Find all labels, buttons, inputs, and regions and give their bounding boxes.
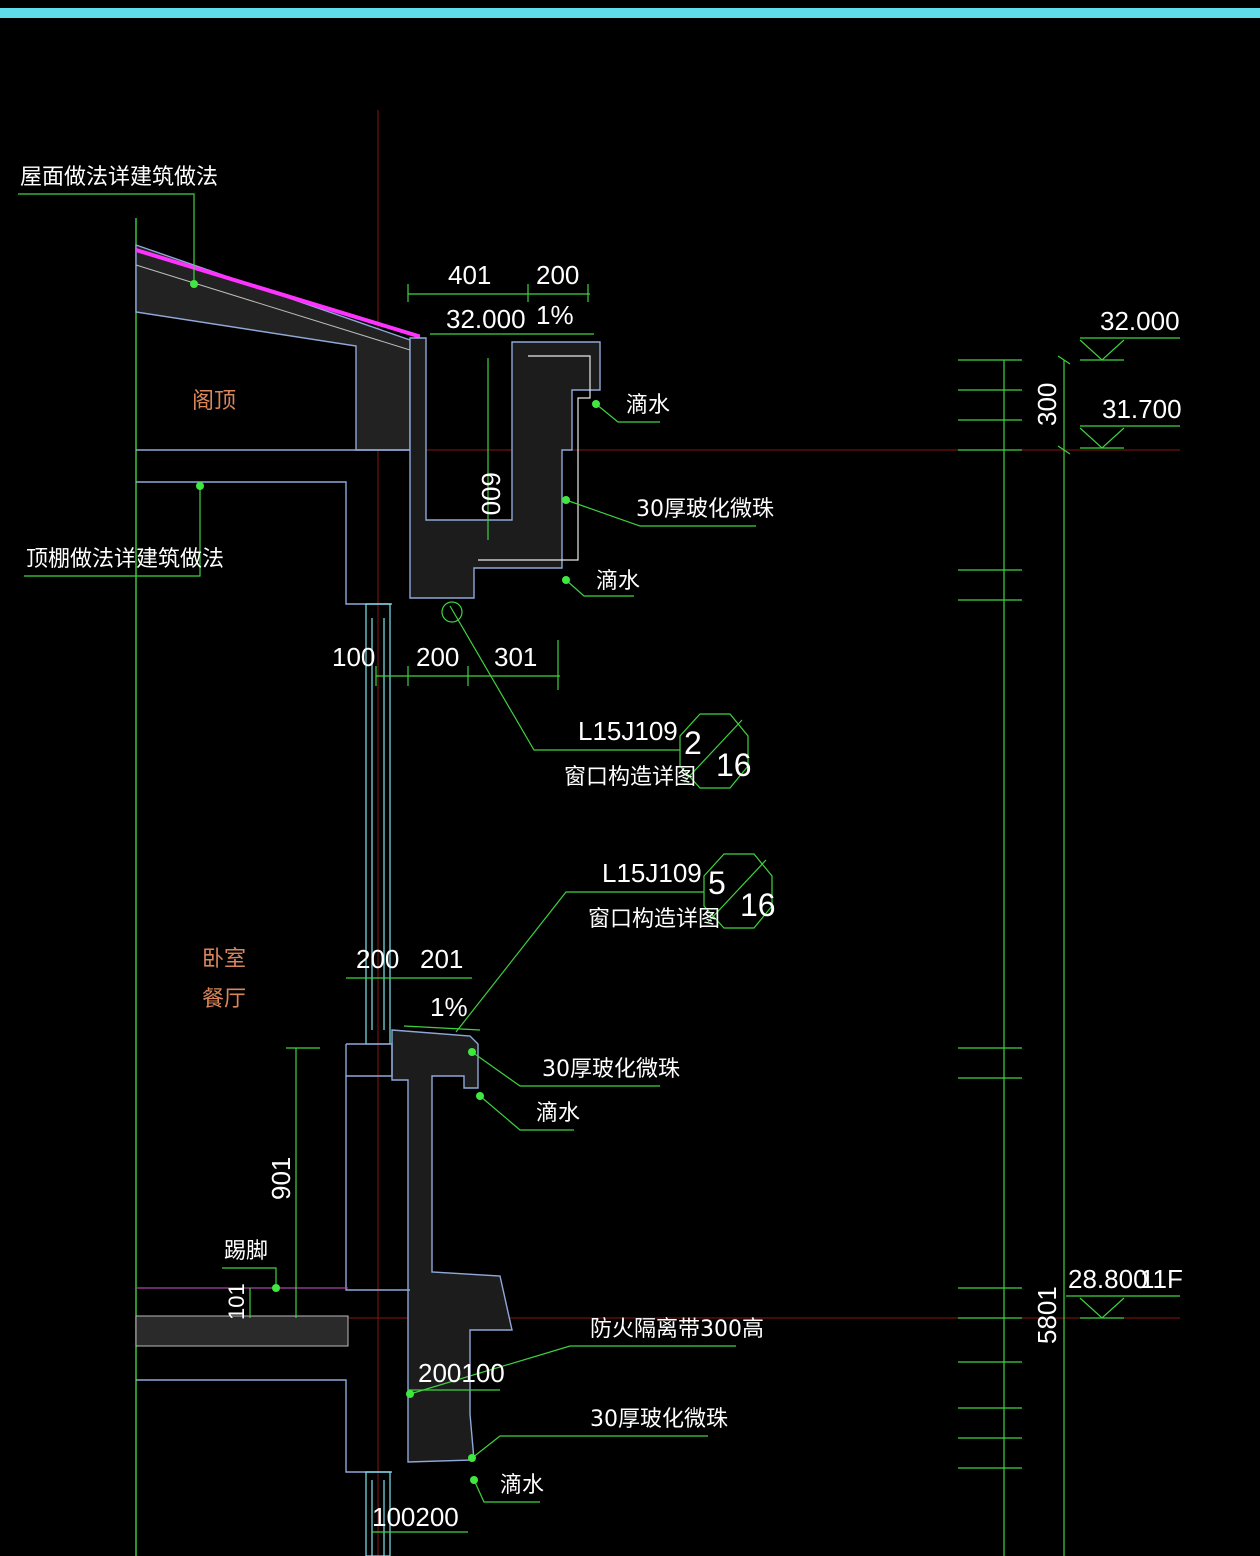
detail-sheet: 16 bbox=[716, 747, 752, 783]
insulation-label: 30厚玻化微珠 bbox=[590, 1407, 728, 1432]
dim-text: 5801 bbox=[1032, 1286, 1062, 1344]
drip-label: 滴水 bbox=[626, 393, 670, 418]
dimension-lines bbox=[249, 284, 594, 1533]
detail-caption: 窗口构造详图 bbox=[588, 907, 720, 932]
room-dining: 餐厅 bbox=[202, 987, 246, 1012]
elevation-text: 31.700 bbox=[1102, 394, 1182, 424]
window-lower bbox=[365, 1471, 391, 1556]
top-accent-bar bbox=[0, 8, 1260, 18]
detail-number: 2 bbox=[684, 725, 702, 761]
elevation-text: 32.000 bbox=[1100, 306, 1180, 336]
ceiling-outline bbox=[136, 481, 392, 605]
room-attic: 阁顶 bbox=[192, 389, 236, 414]
right-dimension-column bbox=[958, 337, 1180, 1556]
slope-text: 1% bbox=[536, 300, 574, 330]
drip-label: 滴水 bbox=[500, 1473, 544, 1498]
detail-ref: L15J109 bbox=[578, 716, 678, 746]
roof-note: 屋面做法详建筑做法 bbox=[20, 165, 218, 190]
dim-text: 901 bbox=[266, 1157, 296, 1200]
insulation-label: 30厚玻化微珠 bbox=[542, 1057, 680, 1082]
dim-text: 100 bbox=[332, 642, 375, 672]
detail-symbols bbox=[679, 713, 773, 929]
dim-text: 100200 bbox=[372, 1502, 459, 1532]
dim-text: 200 bbox=[356, 944, 399, 974]
floor-tag: 11F bbox=[1140, 1264, 1183, 1294]
dim-text: 200 bbox=[416, 642, 459, 672]
dim-text: 300 bbox=[1032, 383, 1062, 426]
gutter-body bbox=[409, 337, 601, 599]
fire-barrier-label: 防火隔离带300高 bbox=[590, 1317, 764, 1342]
room-bedroom: 卧室 bbox=[202, 947, 246, 972]
detail-sheet: 16 bbox=[740, 887, 776, 923]
dim-text: 301 bbox=[494, 642, 537, 672]
elevation-text: 32.000 bbox=[446, 304, 526, 334]
drip-label: 滴水 bbox=[596, 569, 640, 594]
dim-text: 201 bbox=[420, 944, 463, 974]
detail-caption: 窗口构造详图 bbox=[564, 765, 696, 790]
skirting-label: 踢脚 bbox=[224, 1239, 268, 1264]
dim-text: 401 bbox=[448, 260, 491, 290]
detail-number: 5 bbox=[708, 865, 726, 901]
slope-text: 1% bbox=[430, 992, 468, 1022]
window-sill bbox=[345, 1029, 513, 1463]
floor-slab bbox=[135, 1287, 392, 1473]
insulation-label: 30厚玻化微珠 bbox=[636, 497, 774, 522]
leader-dots bbox=[190, 280, 600, 1484]
leader-lines bbox=[18, 193, 756, 1503]
dim-text: 600 bbox=[476, 472, 506, 515]
dim-text: 200 bbox=[536, 260, 579, 290]
elevation-text: 28.800 bbox=[1068, 1264, 1148, 1294]
dim-text: 200100 bbox=[418, 1358, 505, 1388]
ceiling-note: 顶棚做法详建筑做法 bbox=[26, 547, 224, 572]
detail-ref: L15J109 bbox=[602, 858, 702, 888]
dim-text: 101 bbox=[224, 1283, 249, 1320]
drip-label: 滴水 bbox=[536, 1101, 580, 1126]
